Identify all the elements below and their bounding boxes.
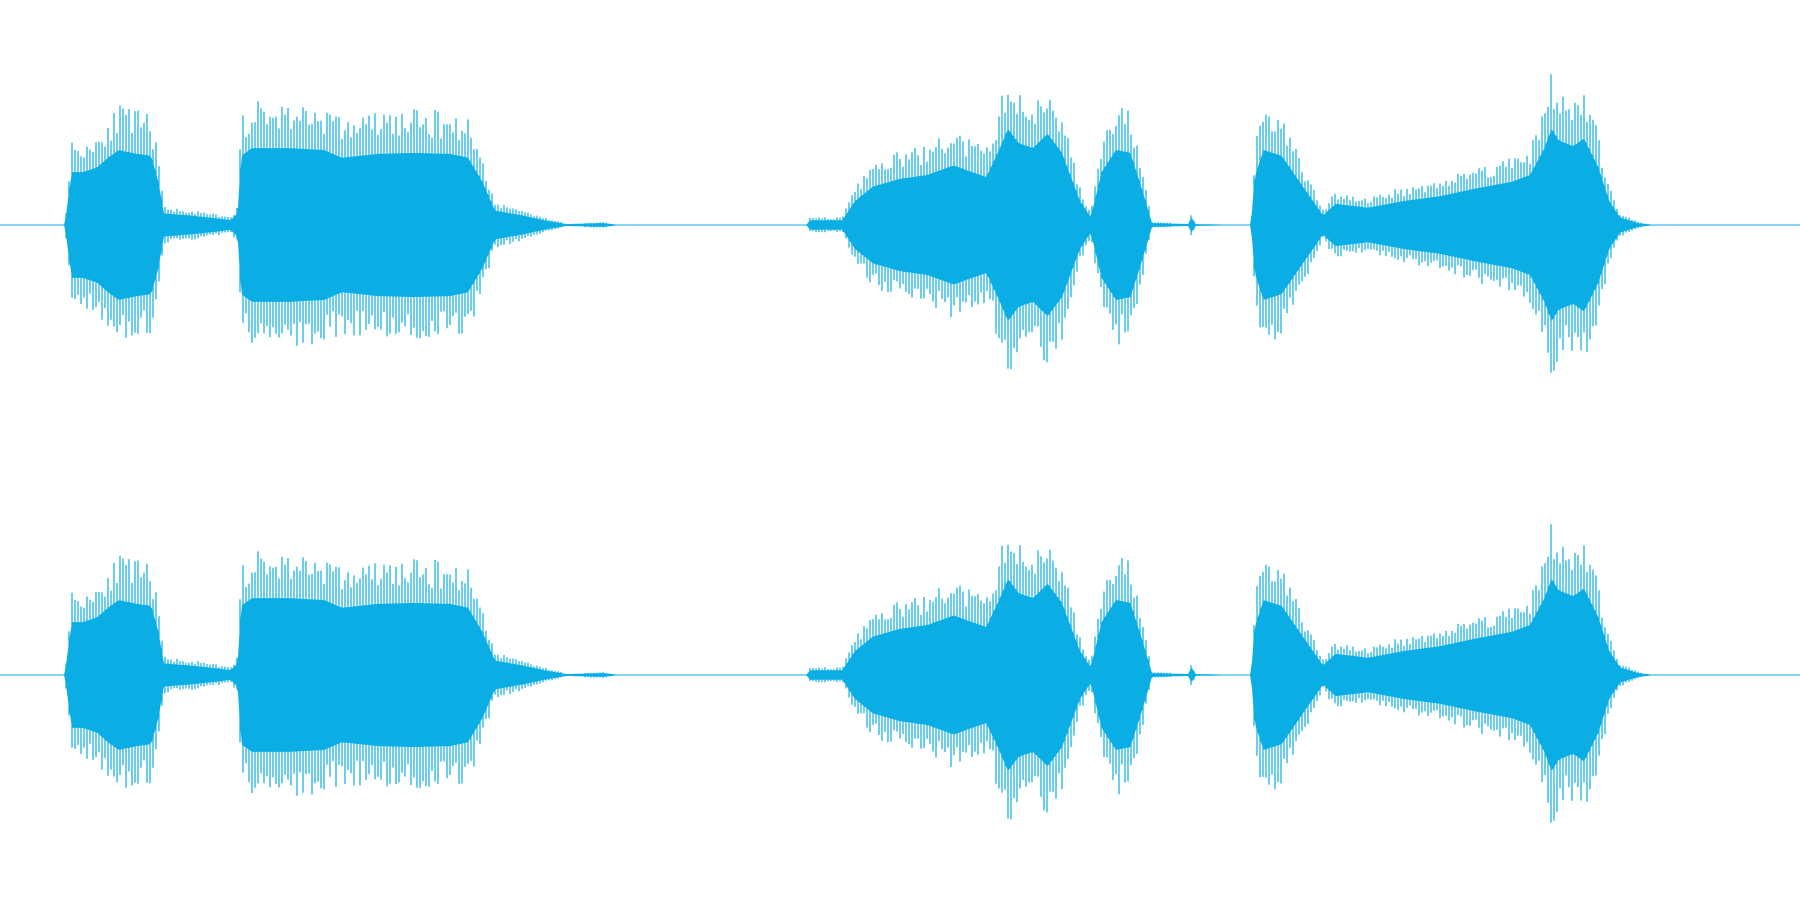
channel-2-waveform-peaks — [65, 524, 1642, 823]
channel-1-waveform — [0, 74, 1800, 373]
channel-2-waveform — [0, 524, 1800, 823]
channel-1-waveform-peaks — [65, 74, 1642, 373]
